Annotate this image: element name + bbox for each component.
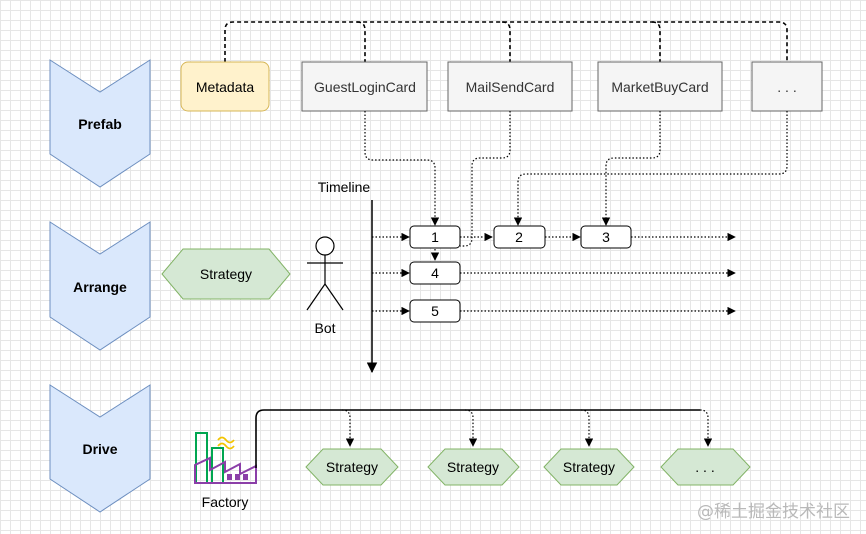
metadata-box: Metadata <box>180 61 270 112</box>
node-2: 2 <box>493 225 546 249</box>
bot-actor-icon <box>306 236 344 311</box>
factory-connectors <box>255 409 713 468</box>
drive-strategy-2-label: Strategy <box>447 459 499 475</box>
drive-strategy-more-label: . . . <box>695 459 714 475</box>
drive-strategy-3-label: Strategy <box>563 459 615 475</box>
stage-arrange: Arrange <box>49 221 151 351</box>
drive-strategy-1: Strategy <box>305 448 399 486</box>
card-mail-send-label: MailSendCard <box>466 79 555 95</box>
card-mail-send: MailSendCard <box>447 61 573 112</box>
card-connectors <box>364 111 788 247</box>
drive-strategy-more: . . . <box>660 448 751 486</box>
stage-drive-label: Drive <box>82 441 117 457</box>
metadata-bus <box>224 21 788 62</box>
card-guest-login-label: GuestLoginCard <box>314 79 416 95</box>
stage-drive: Drive <box>49 384 151 513</box>
timeline-label: Timeline <box>318 179 371 195</box>
card-more: . . . <box>751 61 823 112</box>
stage-prefab: Prefab <box>49 59 151 188</box>
node-5: 5 <box>409 299 461 323</box>
card-guest-login: GuestLoginCard <box>301 61 428 112</box>
node-4-label: 4 <box>431 265 439 281</box>
node-1-label: 1 <box>431 229 439 245</box>
node-3: 3 <box>580 225 632 249</box>
card-market-buy-label: MarketBuyCard <box>611 79 708 95</box>
drive-strategy-2: Strategy <box>427 448 520 486</box>
watermark: @稀土掘金技术社区 <box>697 502 850 522</box>
drive-strategy-1-label: Strategy <box>326 459 378 475</box>
factory-label: Factory <box>202 494 249 510</box>
stage-arrange-label: Arrange <box>73 279 127 295</box>
node-1: 1 <box>409 225 461 249</box>
bot-label: Bot <box>314 320 335 336</box>
drive-strategy-3: Strategy <box>543 448 635 486</box>
card-more-label: . . . <box>777 79 796 95</box>
node-4: 4 <box>409 261 461 285</box>
node-2-label: 2 <box>515 229 523 245</box>
factory-icon <box>194 432 257 484</box>
stage-prefab-label: Prefab <box>78 116 122 132</box>
metadata-label: Metadata <box>196 79 255 95</box>
node-3-label: 3 <box>602 229 610 245</box>
timeline-rows <box>372 232 736 316</box>
card-market-buy: MarketBuyCard <box>597 61 723 112</box>
node-5-label: 5 <box>431 303 439 319</box>
arrange-strategy: Strategy <box>161 248 291 300</box>
arrange-strategy-label: Strategy <box>200 266 252 282</box>
